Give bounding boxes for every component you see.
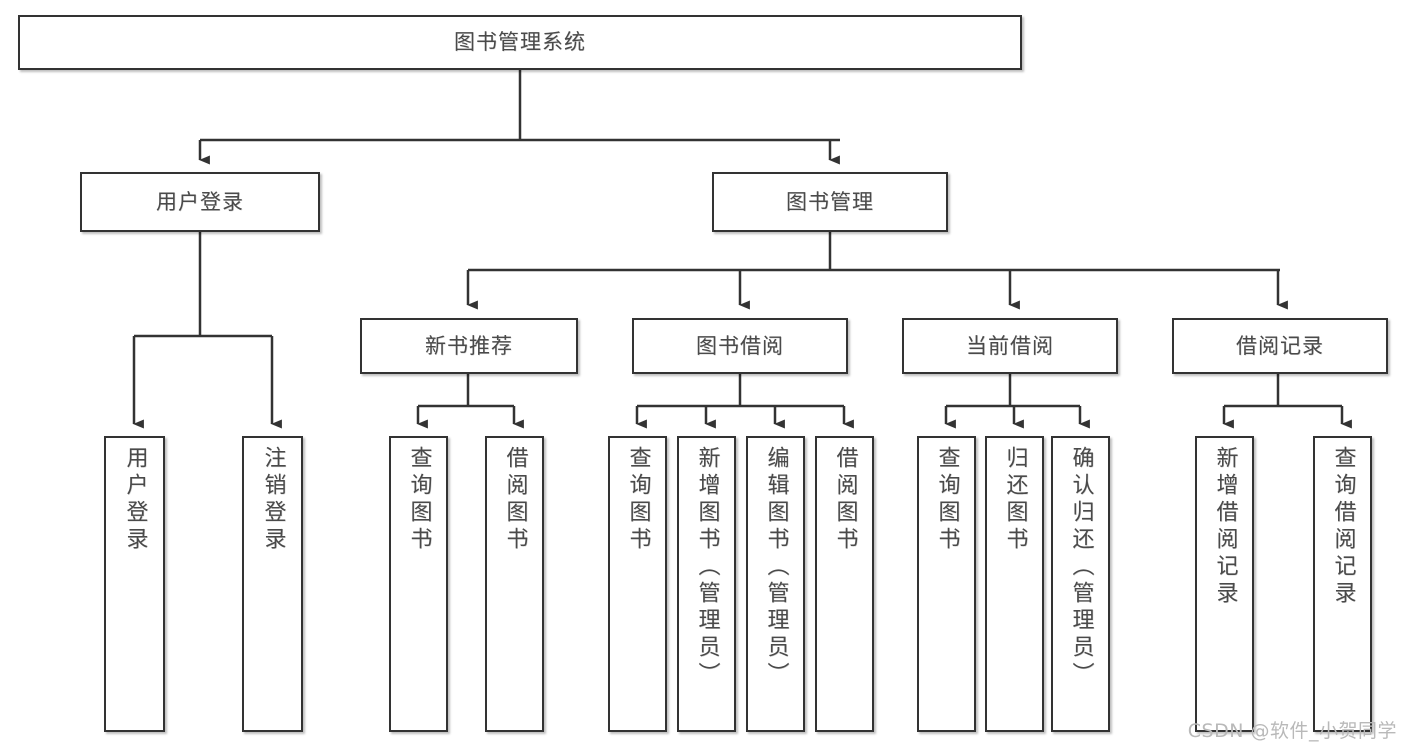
node-label: 图书管理系统 bbox=[454, 30, 586, 55]
node-book-borrowing[interactable]: 图书借阅 bbox=[632, 318, 848, 374]
watermark: CSDN @软件_小贺同学 bbox=[1187, 720, 1397, 742]
leaf-query-borrow-record[interactable]: 查询借阅记录 bbox=[1313, 436, 1372, 732]
node-label: 查询图书 bbox=[934, 446, 960, 554]
node-label: 归还图书 bbox=[1002, 446, 1028, 554]
node-borrow-records[interactable]: 借阅记录 bbox=[1172, 318, 1388, 374]
node-label: 当前借阅 bbox=[966, 333, 1054, 358]
node-current-borrowing[interactable]: 当前借阅 bbox=[902, 318, 1118, 374]
node-label: 借阅图书 bbox=[502, 446, 528, 554]
node-label: 注销登录 bbox=[260, 446, 286, 554]
node-label: 新书推荐 bbox=[425, 333, 513, 358]
leaf-confirm-return-admin[interactable]: 确认归还（管理员） bbox=[1051, 436, 1110, 732]
node-label: 查询图书 bbox=[406, 446, 432, 554]
node-label: 用户登录 bbox=[122, 446, 148, 554]
node-root-book-management-system[interactable]: 图书管理系统 bbox=[18, 15, 1022, 70]
node-label: 借阅记录 bbox=[1236, 333, 1324, 358]
node-label: 查询图书 bbox=[625, 446, 651, 554]
node-label: 确认归还（管理员） bbox=[1068, 446, 1094, 689]
leaf-query-books-recommend[interactable]: 查询图书 bbox=[389, 436, 448, 732]
leaf-query-books-borrowing[interactable]: 查询图书 bbox=[608, 436, 667, 732]
node-user-login[interactable]: 用户登录 bbox=[80, 172, 320, 232]
leaf-add-book-admin[interactable]: 新增图书（管理员） bbox=[677, 436, 736, 732]
node-book-management[interactable]: 图书管理 bbox=[712, 172, 948, 232]
leaf-user-login[interactable]: 用户登录 bbox=[104, 436, 165, 732]
node-label: 新增图书（管理员） bbox=[694, 446, 720, 689]
leaf-logout[interactable]: 注销登录 bbox=[242, 436, 303, 732]
node-label: 用户登录 bbox=[156, 189, 244, 214]
leaf-return-books[interactable]: 归还图书 bbox=[985, 436, 1044, 732]
node-label: 图书借阅 bbox=[696, 333, 784, 358]
leaf-borrow-books-borrowing[interactable]: 借阅图书 bbox=[815, 436, 874, 732]
node-label: 图书管理 bbox=[786, 189, 874, 214]
node-new-book-recommendation[interactable]: 新书推荐 bbox=[360, 318, 578, 374]
leaf-query-books-current[interactable]: 查询图书 bbox=[917, 436, 976, 732]
node-label: 新增借阅记录 bbox=[1212, 446, 1238, 608]
node-label: 借阅图书 bbox=[832, 446, 858, 554]
leaf-add-borrow-record[interactable]: 新增借阅记录 bbox=[1195, 436, 1254, 732]
node-label: 编辑图书（管理员） bbox=[763, 446, 789, 689]
leaf-edit-book-admin[interactable]: 编辑图书（管理员） bbox=[746, 436, 805, 732]
leaf-borrow-books-recommend[interactable]: 借阅图书 bbox=[485, 436, 544, 732]
node-label: 查询借阅记录 bbox=[1330, 446, 1356, 608]
